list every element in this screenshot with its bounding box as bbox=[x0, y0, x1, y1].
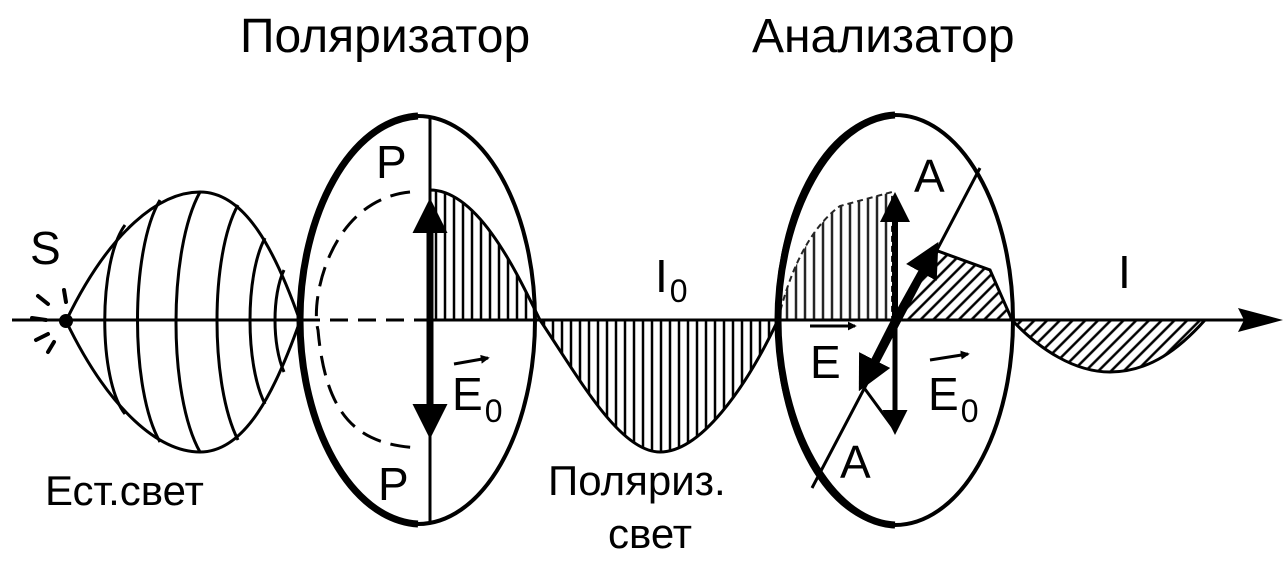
analyzer-axis-top-label: A bbox=[914, 150, 945, 202]
intensity-out-label: I bbox=[1118, 246, 1131, 298]
polarizer-axis-bottom-label: P bbox=[378, 458, 409, 510]
polarized-light-label-line1: Поляриз. bbox=[548, 457, 726, 504]
polarizer-disc-rim bbox=[296, 112, 419, 528]
analyzer-projection-line bbox=[860, 384, 897, 431]
polarized-wave-up bbox=[428, 188, 543, 322]
analyzer-axis-bottom-label: A bbox=[840, 436, 871, 488]
analyzer-e-label: E bbox=[810, 336, 841, 388]
intensity-in-label: I0 bbox=[655, 250, 688, 309]
analyzer-e0-label: E0 bbox=[928, 368, 978, 429]
polarizer-e0-overarrow bbox=[453, 354, 490, 366]
natural-light-label: Ест.свет bbox=[45, 467, 204, 514]
polarizer-title: Поляризатор bbox=[240, 10, 530, 63]
analyzer-e-vector-up bbox=[891, 241, 939, 322]
polarizer-e0-label: E0 bbox=[452, 368, 502, 429]
natural-light-wave bbox=[64, 190, 302, 454]
polarizer-dashed-arc bbox=[314, 190, 421, 450]
polarized-light-label-line2: свет bbox=[608, 510, 692, 557]
output-wave bbox=[1008, 318, 1209, 374]
light-source-rays bbox=[30, 288, 68, 354]
propagation-arrow-head bbox=[1238, 308, 1283, 332]
source-label: S bbox=[30, 222, 61, 274]
analyzer-e0-overarrow bbox=[929, 350, 970, 362]
polarized-wave-down bbox=[537, 318, 781, 454]
analyzer-title: Анализатор bbox=[752, 10, 1015, 63]
polarizer-axis-top-label: P bbox=[376, 136, 407, 188]
analyzer-incident-wave bbox=[776, 190, 893, 321]
analyzer-e-vector-down bbox=[858, 318, 899, 392]
